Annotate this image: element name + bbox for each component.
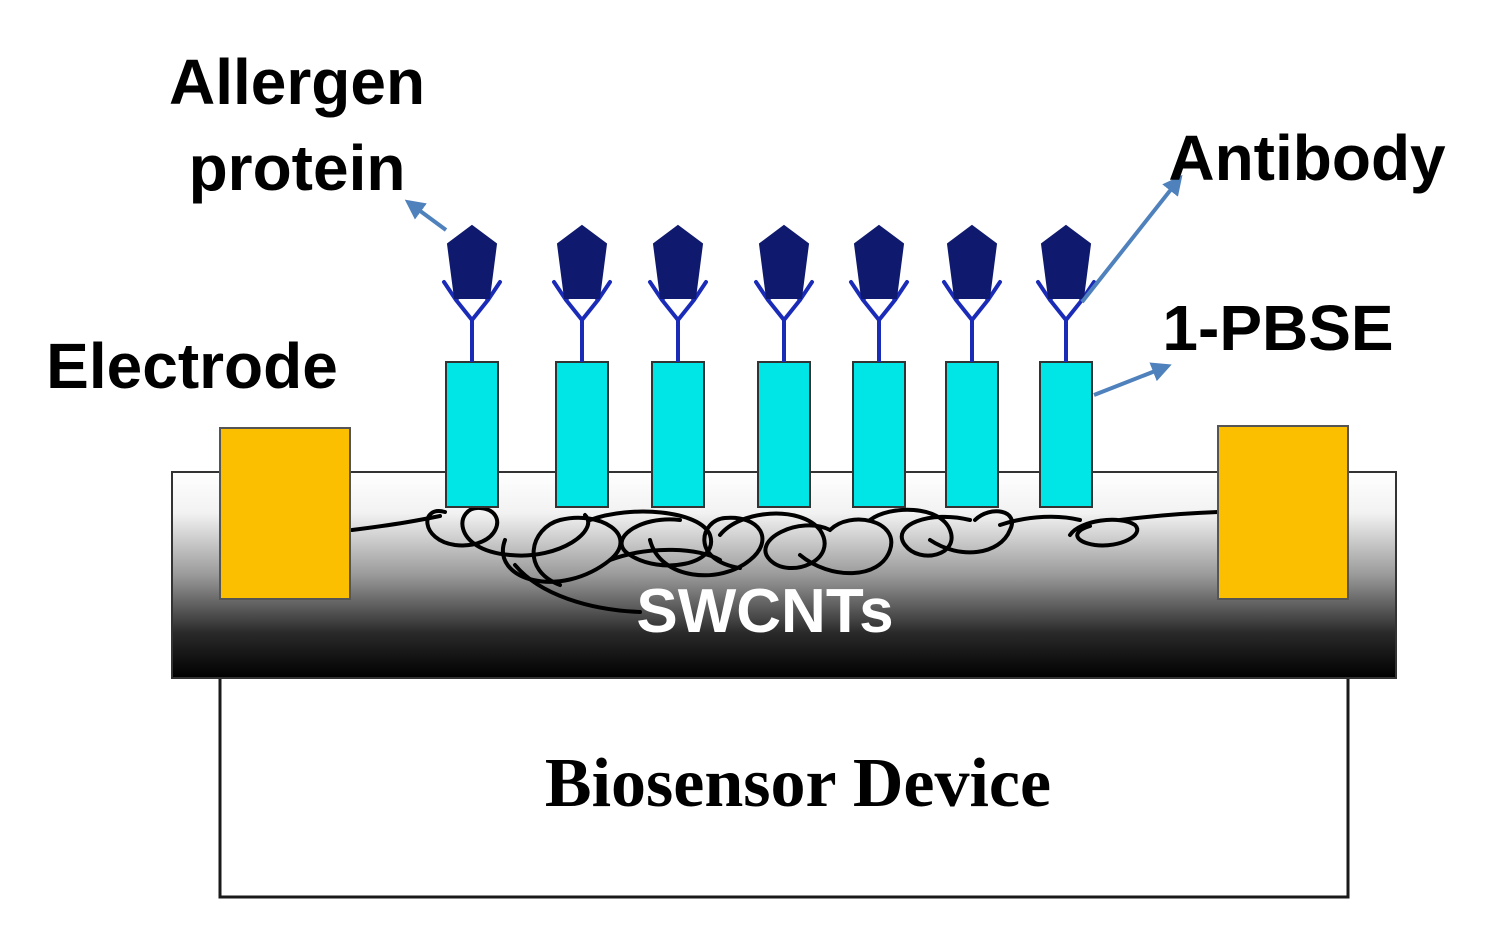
electrode-left: [219, 427, 351, 600]
antibody-y-icon: [552, 280, 612, 322]
allergen-pentagon-icon: [556, 224, 608, 299]
pbse-linker-6: [945, 361, 999, 508]
antibody-y-icon: [849, 280, 909, 322]
pbse-linker-7: [1039, 361, 1093, 508]
allergen-pentagon-icon: [758, 224, 810, 299]
electrode-label: Electrode: [46, 330, 338, 402]
allergen-arrow: [404, 199, 448, 232]
swcnt-tangle: [350, 505, 1220, 614]
biosensor-device-label: Biosensor Device: [545, 745, 1051, 822]
electrode-right: [1217, 425, 1349, 600]
pbse-label: 1-PBSE: [1162, 292, 1393, 364]
allergen-label-line2: protein: [189, 132, 406, 204]
pbse-linker-2: [555, 361, 609, 508]
pbse-linker-1: [445, 361, 499, 508]
antibody-y-icon: [754, 280, 814, 322]
allergen-pentagon-icon: [946, 224, 998, 299]
pbse-linker-3: [651, 361, 705, 508]
antibody-y-icon: [942, 280, 1002, 322]
pbse-arrow: [1093, 362, 1172, 397]
antibody-label: Antibody: [1168, 122, 1446, 194]
allergen-pentagon-icon: [1040, 224, 1092, 299]
allergen-pentagon-icon: [853, 224, 905, 299]
pbse-linker-4: [757, 361, 811, 508]
allergen-label-line1: Allergen: [169, 46, 425, 118]
antibody-y-icon: [442, 280, 502, 322]
functionalization-stacks: [442, 224, 1096, 508]
allergen-pentagon-icon: [446, 224, 498, 299]
biosensor-device-box: [218, 673, 1350, 899]
allergen-pentagon-icon: [652, 224, 704, 299]
antibody-y-icon: [648, 280, 708, 322]
pbse-linker-5: [852, 361, 906, 508]
antibody-arrow: [1080, 174, 1183, 304]
swcnts-label: SWCNTs: [636, 577, 893, 646]
